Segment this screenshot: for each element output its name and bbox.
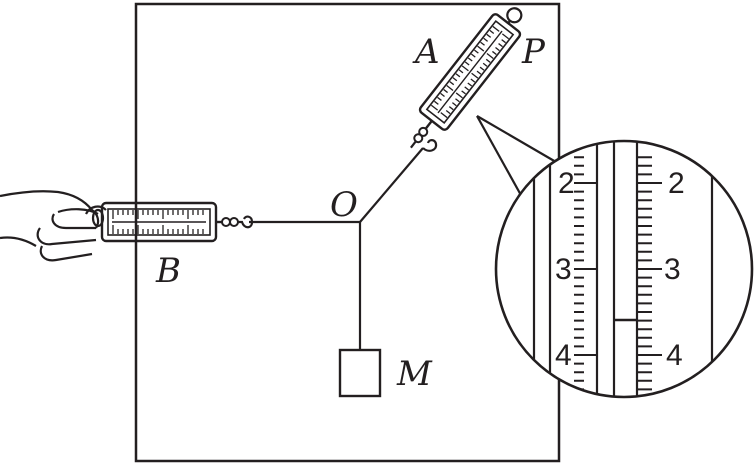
scale-tick — [437, 96, 442, 101]
scale-tick — [498, 43, 503, 48]
spring-scale-a — [410, 7, 523, 149]
label-o: O — [330, 185, 358, 225]
scale-tick — [477, 45, 485, 52]
scale-tick — [495, 46, 500, 52]
board — [134, 2, 561, 463]
scale-tick — [449, 81, 455, 86]
scale-tick — [486, 53, 494, 59]
label-a: A — [412, 32, 440, 72]
tick-label-right-4: 4 — [666, 339, 683, 372]
scale-tick — [470, 53, 476, 58]
spring-scale-b — [100, 201, 254, 243]
label-p: P — [521, 32, 546, 72]
scale-tick — [461, 65, 469, 72]
scale-tick — [474, 49, 479, 54]
scale-tick — [482, 62, 488, 67]
label-m: M — [396, 354, 433, 394]
scale-tick — [501, 39, 506, 44]
scale-tick — [467, 82, 473, 87]
scale-tick — [440, 92, 445, 98]
scale-tick — [489, 29, 495, 34]
scale-tick — [434, 100, 439, 105]
scale-tick — [461, 90, 466, 95]
scale-tick — [479, 66, 485, 71]
label-b: B — [155, 251, 181, 291]
tick-label-left-3: 3 — [555, 253, 572, 286]
scale-tick — [440, 112, 448, 119]
scale-tick — [492, 25, 500, 32]
scale-tick — [476, 70, 482, 75]
scale-tick — [446, 85, 454, 91]
hook-icon — [238, 215, 254, 229]
scale-tick — [455, 98, 460, 103]
magnifier-circle: 2 3 4 2 3 4 — [494, 139, 754, 399]
scale-tick — [501, 33, 510, 40]
scale-tick — [464, 61, 470, 66]
scale-tick — [486, 33, 492, 38]
hand-icon — [0, 190, 107, 262]
scale-tick — [445, 110, 451, 115]
scale-tick — [430, 104, 439, 111]
tick-label-right-2: 2 — [668, 167, 685, 200]
scale-tick — [464, 86, 470, 91]
scale-tick — [485, 58, 491, 63]
scale-tick — [483, 37, 489, 42]
scale-tick — [451, 102, 457, 107]
scale-tick — [455, 92, 463, 99]
magnifier-pointer — [476, 115, 557, 207]
scale-tick — [452, 77, 458, 82]
scale-tick — [448, 106, 454, 111]
scale-tick — [443, 88, 448, 94]
hook-icon — [422, 139, 438, 152]
tick-label-left-4: 4 — [555, 339, 572, 372]
scale-tick — [480, 41, 485, 46]
scale-tick — [492, 50, 497, 56]
tick-label-left-2: 2 — [558, 167, 575, 200]
tick-label-right-3: 3 — [664, 253, 681, 286]
strings — [249, 147, 424, 350]
scale-tick — [458, 69, 464, 74]
weight-block-icon — [338, 348, 382, 398]
scale-tick — [467, 57, 473, 62]
scale-tick — [471, 72, 479, 79]
scale-tick — [470, 78, 476, 83]
scale-tick — [455, 73, 461, 78]
